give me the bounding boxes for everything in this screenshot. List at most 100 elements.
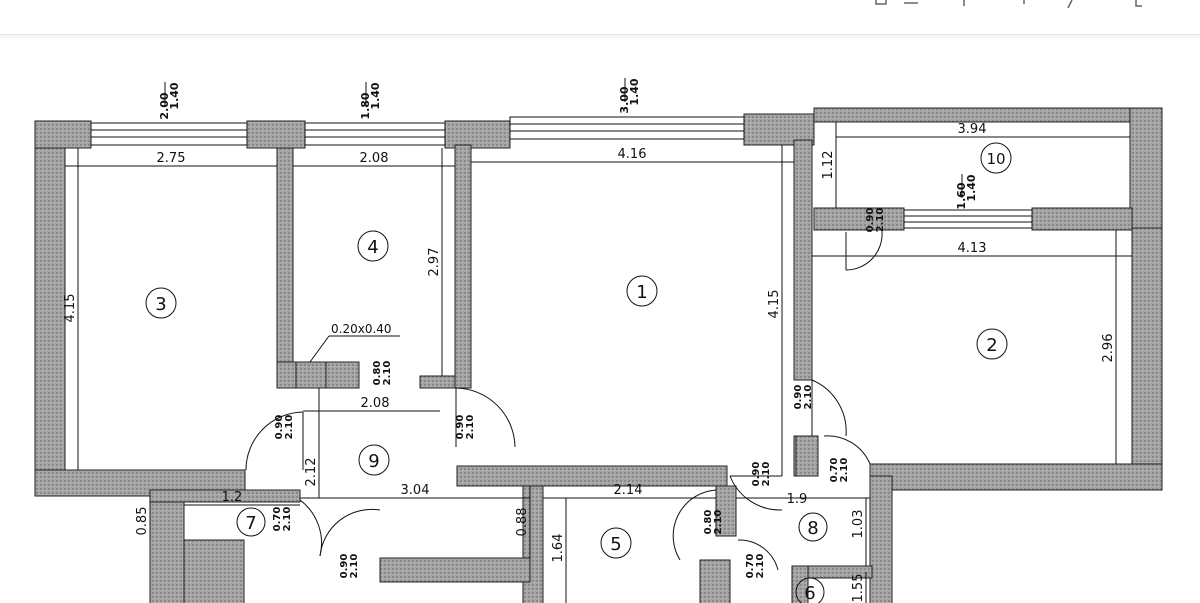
room-marker-5: 5	[600, 527, 632, 559]
dim-room2-depth: 2.96	[1101, 334, 1116, 363]
dim-room1-width: 4.16	[618, 147, 647, 162]
room-numbers: 1 2 3 4 5 6 7 8 9 10	[145, 142, 1012, 603]
door-e-w: 0.90	[865, 208, 876, 233]
room-number-10: 10	[986, 150, 1005, 168]
wall-between-4-1	[454, 144, 472, 389]
door-b-h: 2.10	[284, 415, 295, 440]
window-1-height: 1.40	[168, 82, 181, 109]
room-number-3: 3	[155, 294, 166, 315]
dim-room10-width: 3.94	[958, 122, 987, 137]
room-marker-3: 3	[145, 287, 177, 319]
door-a-w: 0.80	[372, 361, 383, 386]
wall-east	[1129, 107, 1163, 229]
window-4-height: 1.40	[965, 174, 978, 201]
wall-between-3-4	[276, 147, 294, 389]
window-3-height: 1.40	[628, 78, 641, 105]
wall-col	[795, 435, 819, 477]
door-c-h: 2.10	[465, 415, 476, 440]
door-g-h: 2.10	[839, 458, 850, 483]
wall-room10-bottom-b	[1031, 207, 1133, 231]
wall-between-1-2	[793, 139, 813, 381]
room-marker-6: 6	[795, 577, 825, 603]
dim-room7-width: 1.2	[222, 490, 243, 505]
floor-plan: 2.00 1.40 1.80 1.40 3.00 1.40 1.60 1.40	[34, 78, 1163, 603]
room-marker-4: 4	[357, 230, 389, 262]
door-f-h: 2.10	[761, 462, 772, 487]
dim-room8-width: 1.9	[787, 492, 808, 507]
dim-room5-width: 2.14	[614, 483, 643, 498]
dim-room4-depth: 2.97	[427, 248, 442, 277]
room-marker-8: 8	[798, 512, 828, 542]
wall-wc-bottom	[183, 539, 245, 603]
window-2-height: 1.40	[369, 82, 382, 109]
dim-room6-depth: 1.55	[851, 574, 866, 603]
door-h-w: 0.70	[272, 507, 283, 532]
door-i-h: 2.10	[713, 510, 724, 535]
wall-top-left	[34, 120, 92, 149]
wall-east-lower	[1131, 227, 1163, 491]
wall-room10-top	[813, 107, 1163, 123]
door-j-w: 0.70	[745, 554, 756, 579]
dimension-texts: 2.75 2.08 4.16 3.94 4.13 1.12 4.15 2.97 …	[63, 122, 1116, 602]
wall-bath-west	[522, 485, 544, 603]
room-number-4: 4	[367, 237, 378, 258]
dim-room3-depth: 4.15	[63, 294, 78, 323]
wall-hall-south	[379, 557, 531, 583]
room-number-2: 2	[986, 335, 997, 356]
door-c-w: 0.90	[455, 415, 466, 440]
wall-shaft	[295, 361, 327, 389]
door-h-h: 2.10	[282, 507, 293, 532]
walls	[34, 107, 1163, 603]
windows	[90, 116, 1033, 229]
door-a-h: 2.10	[382, 361, 393, 386]
room-marker-10: 10	[980, 142, 1012, 174]
dim-room3-width: 2.75	[157, 151, 186, 166]
door-k-w: 0.90	[339, 554, 350, 579]
top-toolbar	[0, 0, 1200, 35]
dim-shaft-size: 0.20x0.40	[331, 322, 392, 336]
door-e-h: 2.10	[875, 208, 886, 233]
room-number-5: 5	[610, 534, 621, 555]
room-marker-7: 7	[236, 507, 266, 537]
door-g-w: 0.70	[829, 458, 840, 483]
wall-top-pier-b	[444, 120, 511, 149]
room-number-9: 9	[368, 451, 379, 472]
wall-room2-bottom	[869, 463, 1163, 491]
dim-room8-depth: 1.03	[851, 510, 866, 539]
door-labels: 0.80 2.10 0.90 2.10 0.90 2.10 0.90 2.10 …	[272, 208, 886, 579]
wall-west	[34, 147, 66, 497]
dim-hall-width: 2.08	[361, 396, 390, 411]
dimension-lines	[65, 122, 1132, 603]
doors	[245, 231, 883, 571]
door-f-w: 0.90	[751, 462, 762, 487]
dim-room7-depth: 0.85	[135, 507, 150, 536]
door-d-h: 2.10	[803, 385, 814, 410]
room-number-7: 7	[245, 513, 256, 534]
toolbar-icons-strip	[875, 0, 1142, 9]
room-marker-2: 2	[976, 328, 1008, 360]
room-marker-1: 1	[626, 275, 658, 307]
door-d-w: 0.90	[793, 385, 804, 410]
door-j-h: 2.10	[755, 554, 766, 579]
dim-room10-depth: 1.12	[821, 151, 836, 180]
wall-room10-bottom-a	[813, 207, 905, 231]
window-4	[903, 209, 1033, 229]
dim-passage-depth: 0.88	[515, 508, 530, 537]
dim-room4-width: 2.08	[360, 151, 389, 166]
door-i-w: 0.80	[703, 510, 714, 535]
dim-room2-width: 4.13	[958, 241, 987, 256]
wall-top-pier-a	[246, 120, 306, 149]
room-marker-9: 9	[358, 444, 390, 476]
wall-wc-left	[149, 489, 185, 603]
window-labels: 2.00 1.40 1.80 1.40 3.00 1.40 1.60 1.40	[158, 78, 978, 210]
room-number-8: 8	[807, 518, 818, 539]
window-3	[509, 116, 745, 140]
door-k-h: 2.10	[349, 554, 360, 579]
window-2	[304, 122, 446, 146]
wall-hall-bottom	[456, 465, 728, 487]
dim-hall-length: 3.04	[401, 483, 430, 498]
dim-room5-depth: 1.64	[551, 534, 566, 563]
wall-kitchen-low	[699, 559, 731, 603]
wall-right-stub	[869, 475, 893, 603]
room-number-1: 1	[636, 282, 647, 303]
